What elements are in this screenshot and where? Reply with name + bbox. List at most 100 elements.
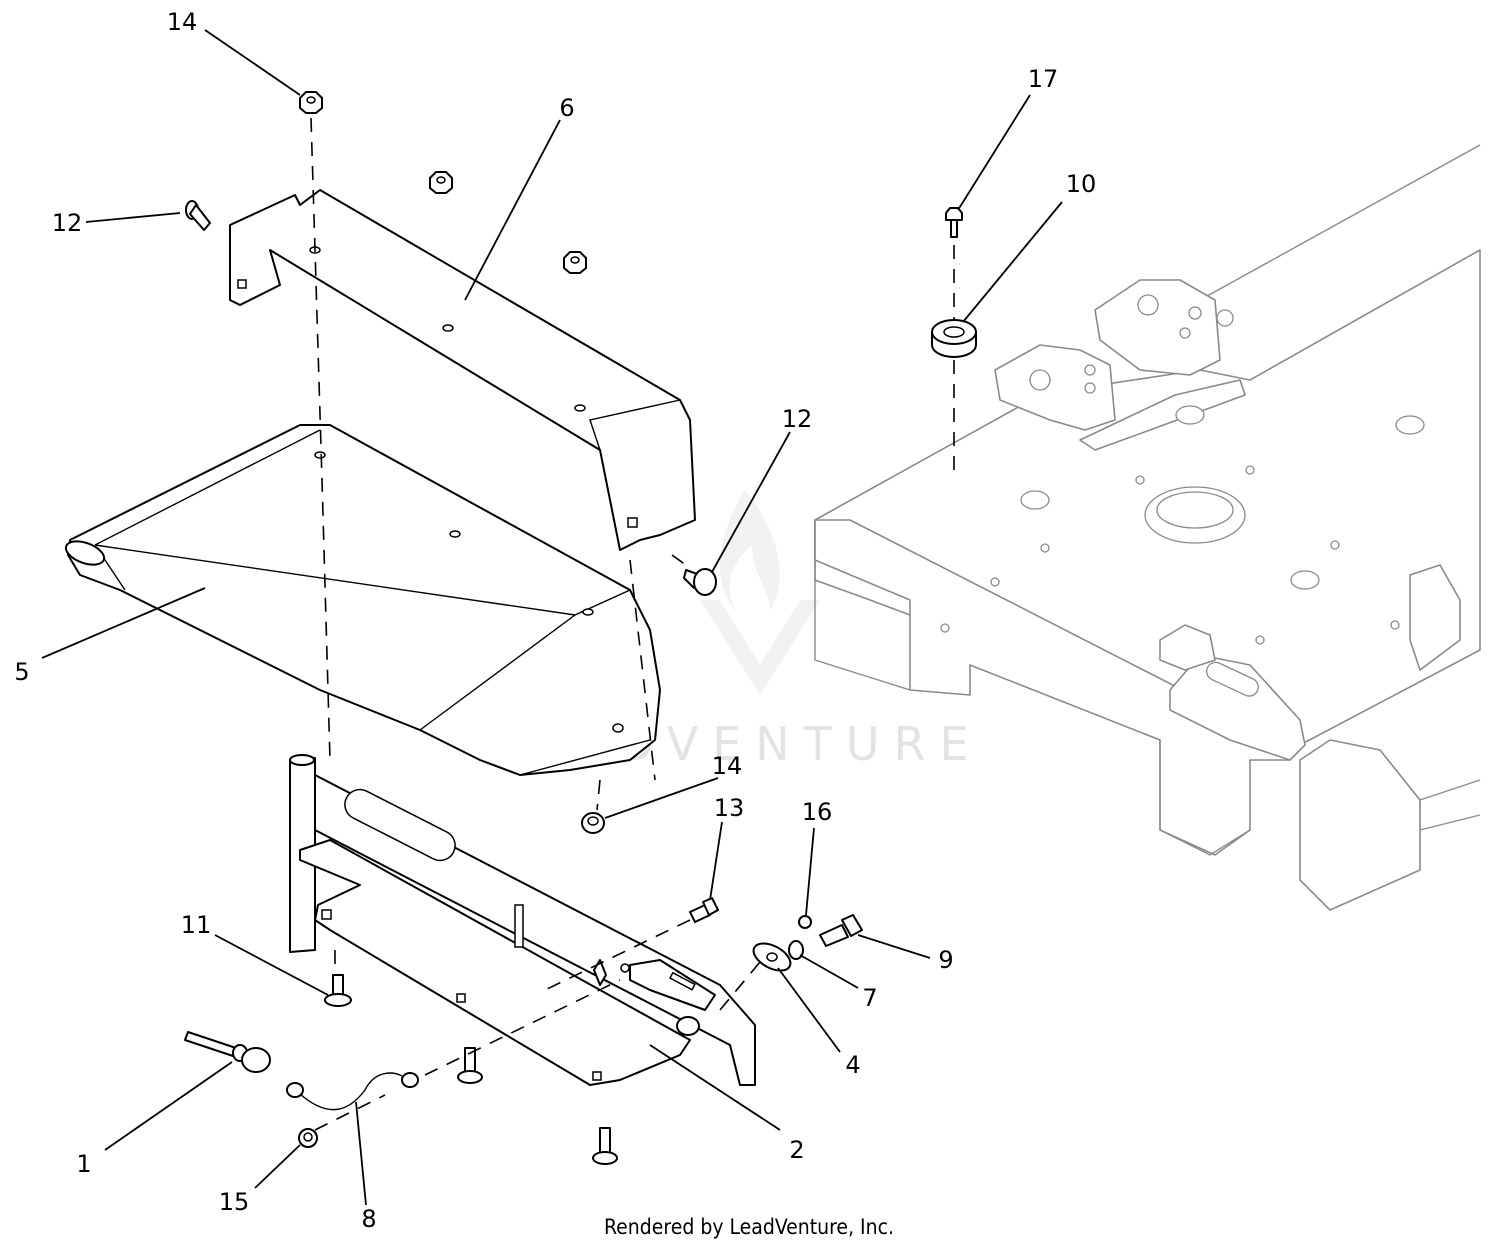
callouts: 14 12 6 12 5 14 13 16	[14, 8, 1096, 1233]
bracket-vertical-slot	[514, 904, 524, 948]
part-10-spacer	[931, 319, 977, 358]
callout-9: 9	[857, 934, 954, 974]
frame-hole	[1255, 635, 1265, 645]
bracket-hole	[592, 1071, 602, 1081]
callout-label: 10	[1066, 170, 1097, 198]
pin-shaft	[184, 1031, 237, 1057]
part-9-bolt	[819, 914, 863, 947]
frame-boss	[1290, 570, 1320, 590]
deflector-chute-body	[67, 424, 661, 776]
callout-label: 9	[938, 946, 953, 974]
axis-line-lanyard	[424, 961, 761, 1076]
callout-label: 6	[559, 94, 574, 122]
bolt-head	[324, 993, 352, 1007]
deflector-cover-hole	[442, 324, 454, 332]
callout-label: 12	[52, 209, 83, 237]
bolt-shank	[950, 219, 958, 238]
bolt-head	[945, 207, 963, 221]
bracket-hole	[456, 993, 466, 1003]
leader-line	[464, 119, 561, 301]
leader-line	[355, 1101, 367, 1206]
callout-label: 4	[845, 1051, 860, 1079]
frame-hole	[990, 577, 1000, 587]
part-14-nut-lower	[581, 812, 605, 834]
bracket-hole	[321, 909, 332, 920]
part-12-bolt-left	[185, 200, 211, 231]
bolt-shank	[189, 204, 211, 231]
flange-nut-extra-1	[429, 171, 453, 194]
frame-boss	[1020, 490, 1050, 510]
leader-line	[857, 934, 931, 959]
part-8-lanyard	[286, 1072, 419, 1111]
callout-label: 12	[782, 405, 813, 433]
callout-14-lower: 14	[604, 752, 743, 819]
bracket-hole	[620, 963, 630, 973]
frame-bracket-hole	[1084, 382, 1096, 394]
callout-label: 15	[219, 1188, 250, 1216]
pin-ring	[241, 1047, 271, 1073]
callout-8: 8	[355, 1101, 377, 1233]
frame-bracket-right	[1094, 279, 1221, 376]
leader-line	[799, 954, 859, 989]
frame-bracket-hole	[1188, 306, 1202, 320]
callout-5: 5	[14, 587, 206, 686]
leader-line	[805, 827, 815, 916]
part-2-mount-bracket	[289, 754, 756, 1086]
leader-line	[204, 29, 301, 96]
frame-bracket-hole	[1216, 309, 1234, 327]
callout-label: 16	[802, 798, 833, 826]
bracket-slot	[344, 788, 456, 862]
axis-line-13	[544, 919, 691, 991]
frame-rear-bracket	[1299, 739, 1421, 911]
deflector-chute-crease-2	[419, 614, 576, 731]
leader-line	[709, 821, 723, 901]
callout-label: 11	[181, 911, 212, 939]
part-7-lock-washer	[788, 940, 804, 960]
frame-skirt-edge	[814, 520, 911, 691]
plate-hole	[766, 952, 778, 962]
lanyard-eye	[401, 1072, 419, 1088]
frame-boss	[1175, 405, 1205, 425]
deflector-chute-hole	[314, 451, 326, 459]
leader-line	[254, 1144, 301, 1189]
lanyard-cable	[299, 1072, 406, 1111]
leader-line	[649, 1044, 781, 1131]
bolt-head	[693, 568, 717, 596]
leader-line	[604, 777, 719, 819]
frame-tab	[1159, 624, 1216, 671]
deflector-chute-hole	[582, 608, 594, 616]
callout-label: 7	[862, 984, 877, 1012]
callout-17: 17	[957, 65, 1058, 211]
watermark-flame-logo	[700, 490, 820, 695]
callout-label: 1	[76, 1150, 91, 1178]
bracket-clip	[593, 959, 607, 986]
frame-bracket-base	[1079, 379, 1246, 451]
part-15-nut	[298, 1128, 318, 1148]
deflector-chute-edge	[519, 739, 651, 776]
callout-10: 10	[962, 170, 1097, 323]
callout-label: 14	[712, 752, 743, 780]
frame-side-plate	[1169, 654, 1306, 761]
frame-upright-bracket	[1409, 564, 1461, 671]
leader-line	[962, 201, 1063, 323]
callout-12-right: 12	[711, 405, 813, 573]
leader-line	[711, 431, 791, 573]
axis-line-nut	[596, 779, 601, 811]
nut-bore	[587, 816, 599, 826]
nut-bore	[570, 256, 580, 264]
frame-spindle-opening-inner	[1156, 491, 1234, 529]
frame-bracket-left	[994, 344, 1116, 431]
bracket-latch-slot	[668, 971, 696, 991]
leader-line	[104, 1061, 233, 1151]
axis-line-14-top	[310, 117, 331, 761]
callout-7: 7	[799, 954, 878, 1012]
callout-label: 13	[714, 794, 745, 822]
axis-line-bolt12	[671, 554, 691, 569]
part-17-bolt	[945, 207, 963, 238]
frame-hole	[1330, 540, 1340, 550]
bolt-head	[592, 1151, 618, 1165]
callout-1: 1	[76, 1061, 233, 1178]
frame-skirt-corner	[1159, 740, 1251, 856]
nut-bore	[436, 176, 446, 184]
frame-hole	[1390, 620, 1400, 630]
